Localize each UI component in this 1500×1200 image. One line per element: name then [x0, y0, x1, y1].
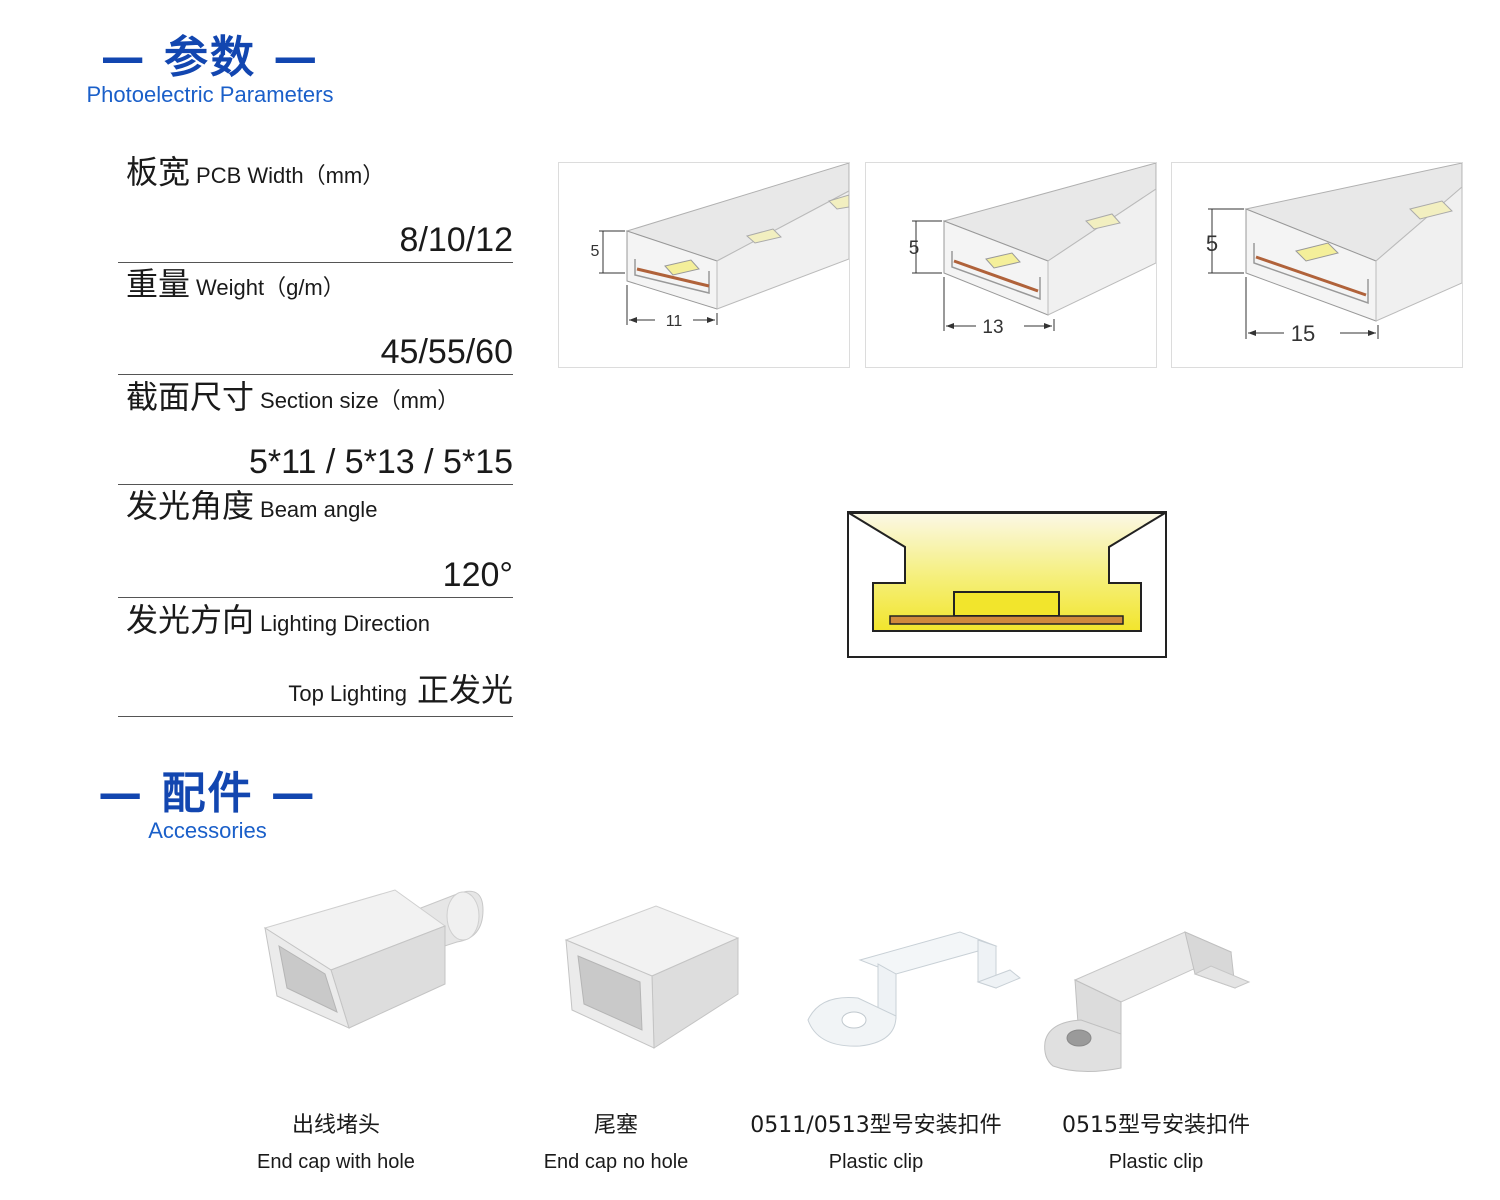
param-label-zh: 板宽	[126, 153, 191, 191]
param-value: 120°	[442, 556, 513, 594]
param-label-zh: 重量	[126, 265, 191, 303]
profile-5x13-height-label: 5	[909, 238, 920, 259]
end-cap-with-hole-icon	[245, 870, 505, 1090]
white-plastic-clip-icon	[1035, 870, 1295, 1090]
param-value: 8/10/12	[399, 221, 513, 259]
param-value-zh: 正发光	[416, 671, 513, 709]
profile-5x13-svg: 5 13	[909, 163, 1156, 338]
profile-5x15-svg: 5 15	[1206, 163, 1462, 346]
accessory-caption-white-plastic-clip: 0515型号安装扣件 Plastic clip	[1006, 1108, 1306, 1180]
beam-cross-section-svg	[845, 511, 1169, 658]
profile-drawing-5x13: 5 13	[865, 162, 1157, 368]
param-value: 5*11 / 5*13 / 5*15	[248, 443, 513, 481]
profile-5x15-height-label: 5	[1206, 231, 1218, 256]
accessories-heading: — 配件 — Accessories	[60, 770, 355, 844]
end-cap-no-hole-icon	[548, 870, 808, 1090]
param-value: 45/55/60	[380, 333, 513, 371]
profile-drawing-5x11: 5 11	[558, 162, 850, 368]
accessory-name-zh: 尾塞	[593, 1113, 638, 1138]
profile-5x15-width-label: 15	[1291, 321, 1315, 346]
accessories-title-zh: — 配件 —	[98, 768, 317, 819]
accessories-title-en: Accessories	[148, 818, 267, 843]
profile-5x13-width-label: 13	[982, 317, 1003, 338]
profile-5x11-height-label: 5	[591, 243, 600, 260]
accessory-caption-end-cap-no-hole: 尾塞 End cap no hole	[466, 1108, 766, 1180]
clear-plastic-clip-icon	[800, 870, 1060, 1090]
beam-cross-section-diagram	[845, 511, 1169, 658]
param-label-en: PCB Width（mm）	[196, 163, 385, 188]
param-label-zh: 发光角度	[126, 487, 255, 525]
param-label-en: Lighting Direction	[260, 611, 430, 636]
param-value-en: Top Lighting	[288, 681, 407, 706]
accessory-name-en: End cap no hole	[543, 1151, 689, 1173]
param-label-zh: 截面尺寸	[126, 378, 255, 416]
param-label-en: Section size（mm）	[260, 388, 460, 413]
profile-5x11-svg: 5 11	[591, 163, 849, 330]
param-label-en: Beam angle	[260, 497, 378, 522]
param-label-zh: 发光方向	[126, 601, 255, 639]
accessory-name-en: End cap with hole	[257, 1151, 415, 1173]
param-value: Top Lighting 正发光	[288, 670, 513, 714]
accessory-name-en: Plastic clip	[1108, 1151, 1204, 1173]
accessory-caption-clear-plastic-clip: 0511/0513型号安装扣件 Plastic clip	[726, 1108, 1026, 1180]
parameters-title-en: Photoelectric Parameters	[86, 82, 334, 107]
accessory-name-en: Plastic clip	[828, 1151, 924, 1173]
param-label-en: Weight（g/m）	[196, 275, 345, 300]
accessory-name-zh: 0515型号安装扣件	[1062, 1113, 1250, 1138]
profile-5x11-width-label: 11	[666, 313, 683, 330]
parameters-heading: — 参数 — Photoelectric Parameters	[60, 34, 360, 108]
parameters-title-zh: — 参数 —	[100, 32, 320, 83]
accessory-caption-end-cap-with-hole: 出线堵头 End cap with hole	[186, 1108, 486, 1180]
accessory-name-zh: 出线堵头	[291, 1113, 380, 1138]
accessory-name-zh: 0511/0513型号安装扣件	[750, 1113, 1002, 1138]
profile-drawing-5x15: 5 15	[1171, 162, 1463, 368]
